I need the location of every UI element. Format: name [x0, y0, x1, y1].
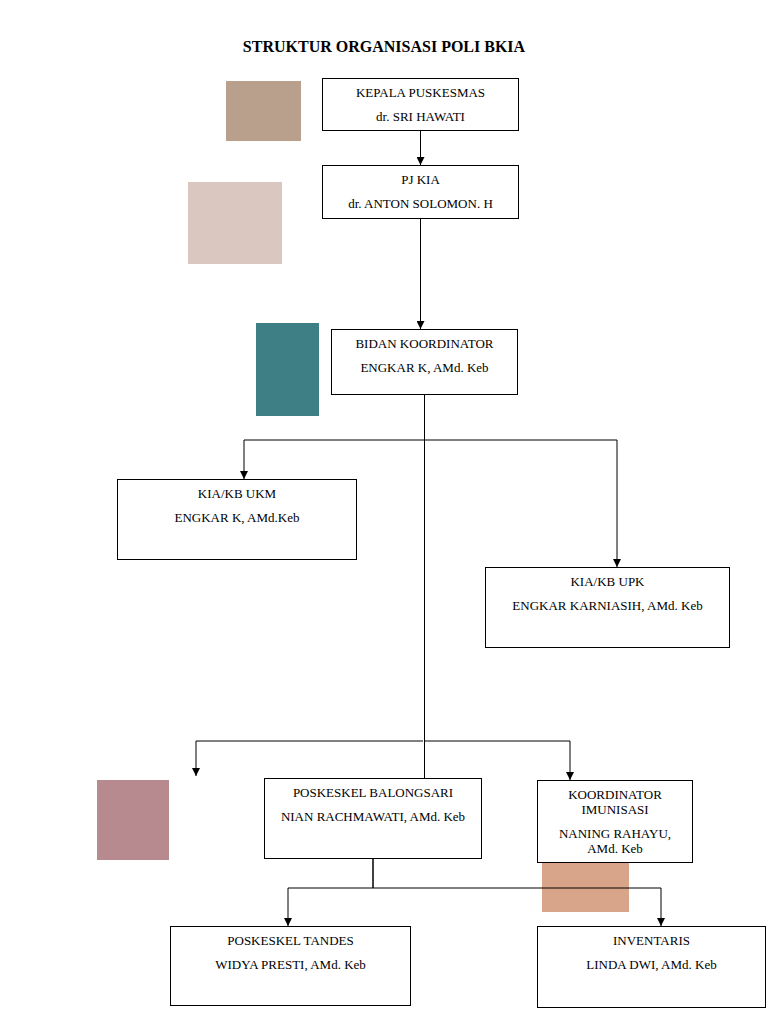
org-box: KOORDINATOR IMUNISASI NANING RAHAYU, AMd.…: [537, 780, 693, 863]
role-title: POSKESKEL TANDES: [179, 933, 402, 948]
person-name: NIAN RACHMAWATI, AMd. Keb: [273, 809, 473, 824]
person-name: ENGKAR K, AMd. Keb: [340, 360, 509, 375]
connector-line: [288, 859, 373, 926]
org-box: PJ KIA dr. ANTON SOLOMON. H: [322, 165, 519, 219]
role-title: INVENTARIS: [546, 933, 757, 948]
connector-line: [244, 395, 425, 479]
person-name: dr. SRI HAWATI: [331, 109, 510, 124]
person-name: NANING RAHAYU, AMd. Keb: [546, 826, 684, 856]
connector-line: [420, 131, 421, 165]
connector-line: [425, 395, 618, 567]
person-name: dr. ANTON SOLOMON. H: [331, 196, 510, 211]
portrait-photo: [226, 81, 301, 141]
chart-title: STRUKTUR ORGANISASI POLI BKIA: [0, 38, 768, 56]
org-box: POSKESKEL BALONGSARI NIAN RACHMAWATI, AMd…: [264, 778, 482, 859]
person-name: ENGKAR KARNIASIH, AMd. Keb: [494, 598, 721, 613]
branch-arrow: [196, 741, 423, 776]
portrait-photo: [97, 780, 169, 860]
portrait-photo: [256, 323, 319, 416]
connector-line: [373, 859, 661, 926]
role-title: KEPALA PUSKESMAS: [331, 85, 510, 100]
org-box: POSKESKEL TANDES WIDYA PRESTI, AMd. Keb: [170, 926, 411, 1006]
org-box: BIDAN KOORDINATOR ENGKAR K, AMd. Keb: [331, 329, 518, 395]
person-name: ENGKAR K, AMd.Keb: [126, 510, 348, 525]
role-title: PJ KIA: [331, 172, 510, 187]
portrait-photo: [188, 182, 282, 264]
role-title: KOORDINATOR IMUNISASI: [546, 787, 684, 817]
org-box: KEPALA PUSKESMAS dr. SRI HAWATI: [322, 78, 519, 131]
person-name: LINDA DWI, AMd. Keb: [546, 957, 757, 972]
role-title: KIA/KB UPK: [494, 574, 721, 589]
role-title: BIDAN KOORDINATOR: [340, 336, 509, 351]
connector-line: [420, 219, 421, 329]
portrait-photo: [542, 862, 629, 912]
org-box: INVENTARIS LINDA DWI, AMd. Keb: [537, 926, 766, 1008]
person-name: WIDYA PRESTI, AMd. Keb: [179, 957, 402, 972]
role-title: KIA/KB UKM: [126, 486, 348, 501]
org-box: KIA/KB UKM ENGKAR K, AMd.Keb: [117, 479, 357, 560]
org-box: KIA/KB UPK ENGKAR KARNIASIH, AMd. Keb: [485, 567, 730, 648]
role-title: POSKESKEL BALONGSARI: [273, 785, 473, 800]
